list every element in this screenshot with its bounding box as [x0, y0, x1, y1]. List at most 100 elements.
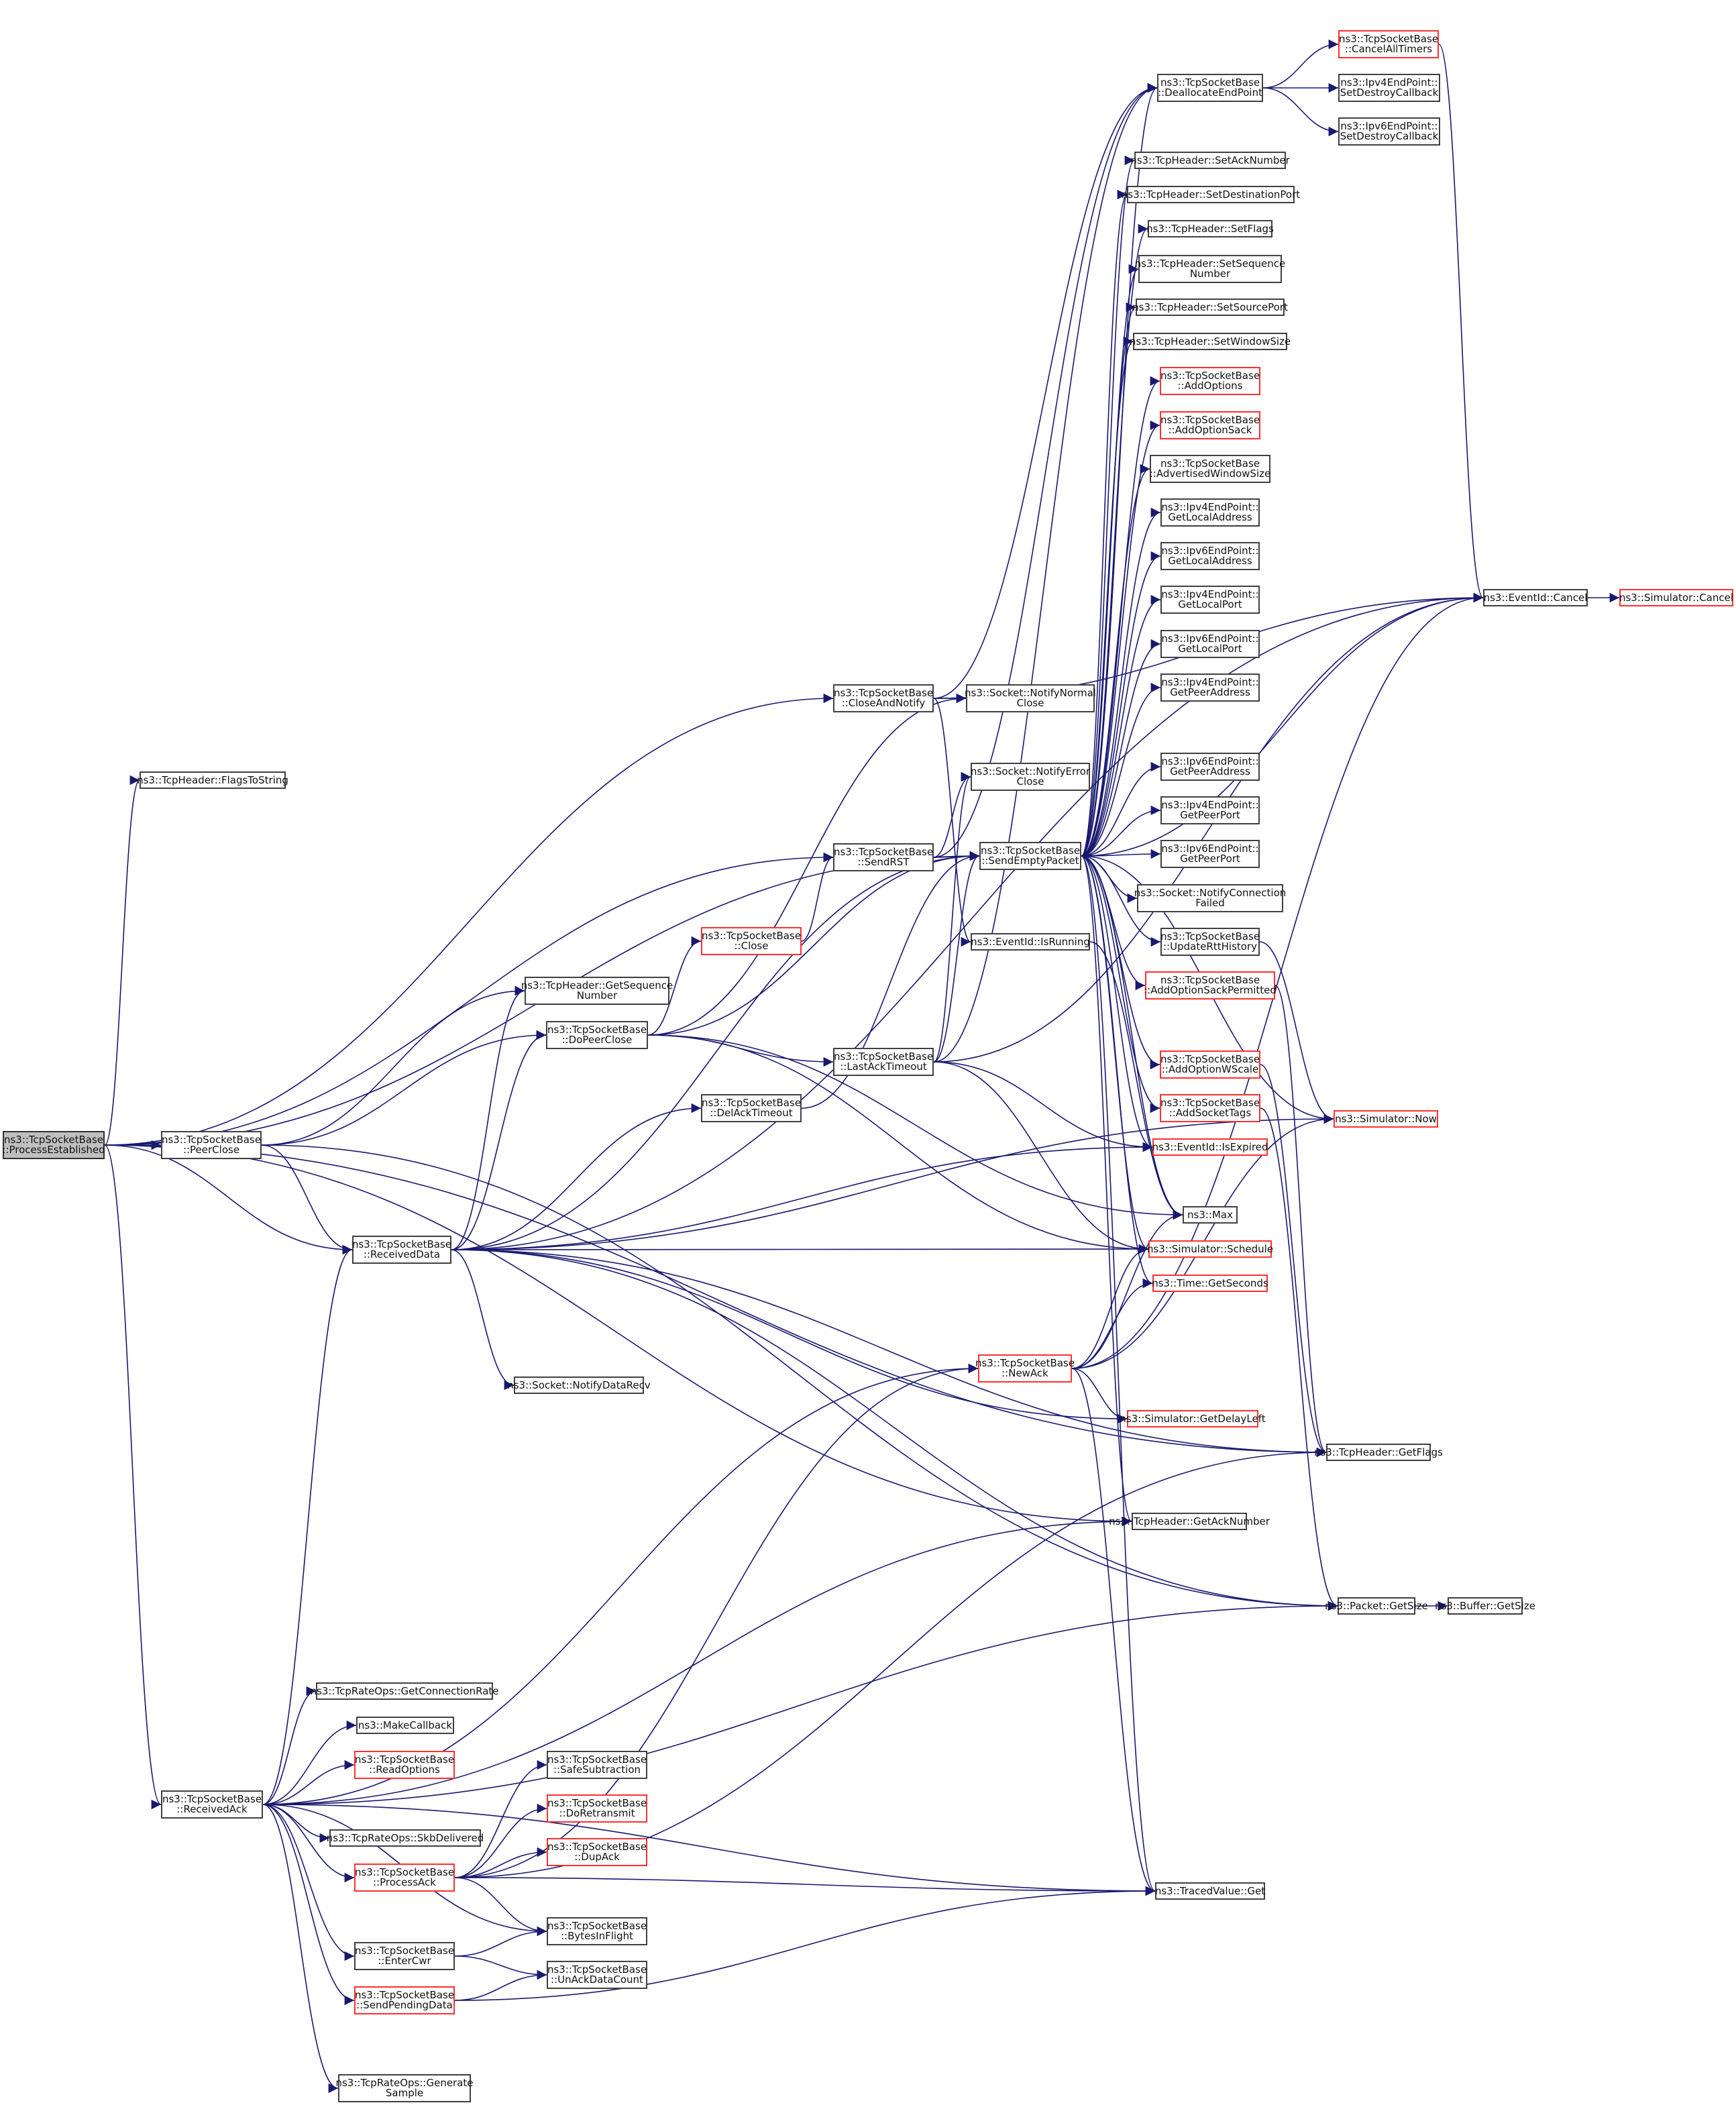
node-add-option-sack[interactable]: ns3::TcpSocketBase::AddOptionSack: [1160, 411, 1260, 439]
node-bytes-in-flight[interactable]: ns3::TcpSocketBase::BytesInFlight: [547, 1917, 647, 1945]
node-label: ns3::TcpRateOps::Generate: [335, 2077, 474, 2089]
node-label: ns3::TcpSocketBase: [1160, 414, 1260, 426]
node-received-data[interactable]: ns3::TcpSocketBase::ReceivedData: [352, 1236, 451, 1264]
node-update-rtt-history[interactable]: ns3::TcpSocketBase::UpdateRttHistory: [1160, 928, 1260, 956]
node-packet-get-size[interactable]: ns3::Packet::GetSize: [1325, 1597, 1428, 1615]
node-label: ns3::Socket::NotifyDataRecv: [507, 1379, 651, 1391]
node-notify-data-recv[interactable]: ns3::Socket::NotifyDataRecv: [507, 1377, 651, 1394]
node-deallocate-end-point[interactable]: ns3::TcpSocketBase::DeallocateEndPoint: [1157, 74, 1263, 102]
node-time-get-seconds[interactable]: ns3::Time::GetSeconds: [1152, 1275, 1268, 1292]
node-unack-data-count[interactable]: ns3::TcpSocketBase::UnAckDataCount: [547, 1961, 647, 1989]
node-max[interactable]: ns3::Max: [1183, 1206, 1238, 1224]
node-simulator-schedule[interactable]: ns3::Simulator::Schedule: [1147, 1240, 1273, 1258]
node-get-flags[interactable]: ns3::TcpHeader::GetFlags: [1314, 1444, 1443, 1461]
edge-peerclose-to-packetsize: [261, 1144, 1338, 1611]
node-send-pending-data[interactable]: ns3::TcpSocketBase::SendPendingData: [354, 1986, 455, 2014]
node-cancel-all-timers[interactable]: ns3::TcpSocketBase::CancelAllTimers: [1338, 30, 1439, 58]
node-flags-to-string[interactable]: ns3::TcpHeader::FlagsToString: [137, 771, 288, 789]
node-add-option-sack-permitted[interactable]: ns3::TcpSocketBase::AddOptionSackPermitt…: [1144, 971, 1277, 1000]
node-traced-value-get[interactable]: ns3::TracedValue::Get: [1155, 1882, 1265, 1900]
edge-pe-to-sendrst: [104, 852, 834, 1146]
edge-sendempty-to-v6localaddr: [1081, 551, 1161, 857]
node-ipv6-get-local-port[interactable]: ns3::Ipv6EndPoint::GetLocalPort: [1160, 630, 1260, 658]
node-last-ack-timeout[interactable]: ns3::TcpSocketBase::LastAckTimeout: [833, 1048, 934, 1076]
edge-sendempty-to-setdestport: [1081, 190, 1128, 857]
node-ipv6-get-peer-port[interactable]: ns3::Ipv6EndPoint::GetPeerPort: [1160, 840, 1260, 868]
edge-receivedack-to-getconnrate: [262, 1686, 317, 1805]
node-label: ::DoPeerClose: [561, 1034, 633, 1046]
node-event-id-cancel[interactable]: ns3::EventId::Cancel: [1483, 589, 1588, 606]
node-set-flags[interactable]: ns3::TcpHeader::SetFlags: [1146, 220, 1274, 237]
node-label: ns3::TcpHeader::SetSequence: [1134, 258, 1286, 270]
node-label: ::DoRetransmit: [559, 1807, 635, 1819]
node-get-ack-number[interactable]: ns3::TcpHeader::GetAckNumber: [1109, 1513, 1270, 1530]
node-enter-cwr[interactable]: ns3::TcpSocketBase::EnterCwr: [354, 1942, 455, 1970]
node-label: ns3::TcpHeader::SetSourcePort: [1132, 301, 1288, 313]
node-safe-subtraction[interactable]: ns3::TcpSocketBase::SafeSubtraction: [547, 1751, 647, 1779]
node-ipv4-get-local-port[interactable]: ns3::Ipv4EndPoint::GetLocalPort: [1160, 586, 1260, 614]
edge-receiveddata-to-dopeerclose: [451, 1030, 547, 1250]
edge-receivedack-to-newack: [262, 1363, 979, 1805]
node-ipv4-set-destroy-callback[interactable]: ns3::Ipv4EndPoint::SetDestroyCallback: [1338, 74, 1440, 102]
node-make-callback[interactable]: ns3::MakeCallback: [356, 1717, 454, 1734]
node-ipv4-get-local-address[interactable]: ns3::Ipv4EndPoint::GetLocalAddress: [1160, 498, 1260, 527]
node-set-destination-port[interactable]: ns3::TcpHeader::SetDestinationPort: [1122, 186, 1300, 203]
node-is-expired[interactable]: ns3::EventId::IsExpired: [1152, 1138, 1268, 1156]
edge-processack-to-tracedget: [454, 1877, 1156, 1896]
edge-receivedack-to-receiveddata: [262, 1244, 353, 1805]
node-label: ns3::Ipv4EndPoint::: [1161, 676, 1259, 688]
node-add-option-wscale[interactable]: ns3::TcpSocketBase::AddOptionWScale: [1160, 1050, 1260, 1079]
node-buffer-get-size[interactable]: ns3::Buffer::GetSize: [1435, 1597, 1535, 1615]
node-new-ack[interactable]: ns3::TcpSocketBase::NewAck: [975, 1354, 1075, 1383]
node-send-empty-packet[interactable]: ns3::TcpSocketBase::SendEmptyPacket: [979, 842, 1081, 870]
node-close[interactable]: ns3::TcpSocketBase::Close: [701, 927, 802, 955]
node-do-retransmit[interactable]: ns3::TcpSocketBase::DoRetransmit: [547, 1794, 647, 1823]
node-is-running[interactable]: ns3::EventId::IsRunning: [971, 933, 1090, 951]
node-del-ack-timeout[interactable]: ns3::TcpSocketBase::DelAckTimeout: [701, 1094, 802, 1122]
node-do-peer-close[interactable]: ns3::TcpSocketBase::DoPeerClose: [546, 1021, 648, 1049]
node-simulator-cancel[interactable]: ns3::Simulator::Cancel: [1619, 589, 1733, 606]
node-dup-ack[interactable]: ns3::TcpSocketBase::DupAck: [547, 1838, 647, 1866]
edge-pe-to-getflags: [104, 1144, 1327, 1458]
node-set-ack-number[interactable]: ns3::TcpHeader::SetAckNumber: [1130, 152, 1290, 169]
node-ipv4-get-peer-port[interactable]: ns3::Ipv4EndPoint::GetPeerPort: [1160, 796, 1260, 824]
node-process-established[interactable]: ns3::TcpSocketBase::ProcessEstablished: [2, 1131, 105, 1159]
node-ipv6-get-peer-address[interactable]: ns3::Ipv6EndPoint::GetPeerAddress: [1160, 753, 1260, 781]
edge-processack-to-bytesinflight: [454, 1877, 547, 1937]
node-ipv6-get-local-address[interactable]: ns3::Ipv6EndPoint::GetLocalAddress: [1160, 542, 1260, 570]
node-skb-delivered[interactable]: ns3::TcpRateOps::SkbDelivered: [327, 1829, 484, 1847]
node-add-options[interactable]: ns3::TcpSocketBase::AddOptions: [1160, 367, 1260, 395]
node-ipv6-set-destroy-callback[interactable]: ns3::Ipv6EndPoint::SetDestroyCallback: [1338, 117, 1440, 146]
node-get-delay-left[interactable]: ns3::Simulator::GetDelayLeft: [1120, 1410, 1266, 1427]
node-read-options[interactable]: ns3::TcpSocketBase::ReadOptions: [354, 1751, 455, 1779]
node-label: ns3::TcpSocketBase: [351, 1238, 452, 1250]
node-ipv4-get-peer-address[interactable]: ns3::Ipv4EndPoint::GetPeerAddress: [1160, 673, 1260, 702]
node-add-socket-tags[interactable]: ns3::TcpSocketBase::AddSocketTags: [1160, 1094, 1260, 1122]
node-label: ns3::TcpSocketBase: [1160, 457, 1260, 470]
edge-sendempty-to-v6localport: [1081, 639, 1161, 857]
node-simulator-now[interactable]: ns3::Simulator::Now: [1334, 1110, 1438, 1128]
node-label: ::ReceivedAck: [176, 1803, 248, 1815]
node-process-ack[interactable]: ns3::TcpSocketBase::ProcessAck: [354, 1864, 455, 1892]
node-label: ::DeallocateEndPoint: [1158, 87, 1262, 99]
node-label: SetDestroyCallback: [1340, 87, 1439, 99]
edge-receiveddata-to-getflags: [451, 1249, 1327, 1458]
node-close-and-notify[interactable]: ns3::TcpSocketBase::CloseAndNotify: [833, 684, 934, 712]
node-label: ns3::TcpHeader::SetFlags: [1146, 222, 1274, 235]
node-send-rst[interactable]: ns3::TcpSocketBase::SendRST: [833, 843, 934, 871]
node-label: ns3::TcpSocketBase: [354, 1866, 455, 1878]
node-peer-close[interactable]: ns3::TcpSocketBase::PeerClose: [161, 1131, 262, 1159]
edge-receiveddata-to-packetsize: [451, 1249, 1338, 1611]
node-get-connection-rate[interactable]: ns3::TcpRateOps::GetConnectionRate: [311, 1682, 499, 1700]
node-set-source-port[interactable]: ns3::TcpHeader::SetSourcePort: [1132, 299, 1288, 316]
node-advertised-window-size[interactable]: ns3::TcpSocketBase::AdvertisedWindowSize: [1150, 455, 1270, 483]
node-received-ack[interactable]: ns3::TcpSocketBase::ReceivedAck: [161, 1790, 263, 1819]
node-label: ::ProcessEstablished: [2, 1144, 105, 1156]
node-set-window-size[interactable]: ns3::TcpHeader::SetWindowSize: [1130, 333, 1291, 350]
